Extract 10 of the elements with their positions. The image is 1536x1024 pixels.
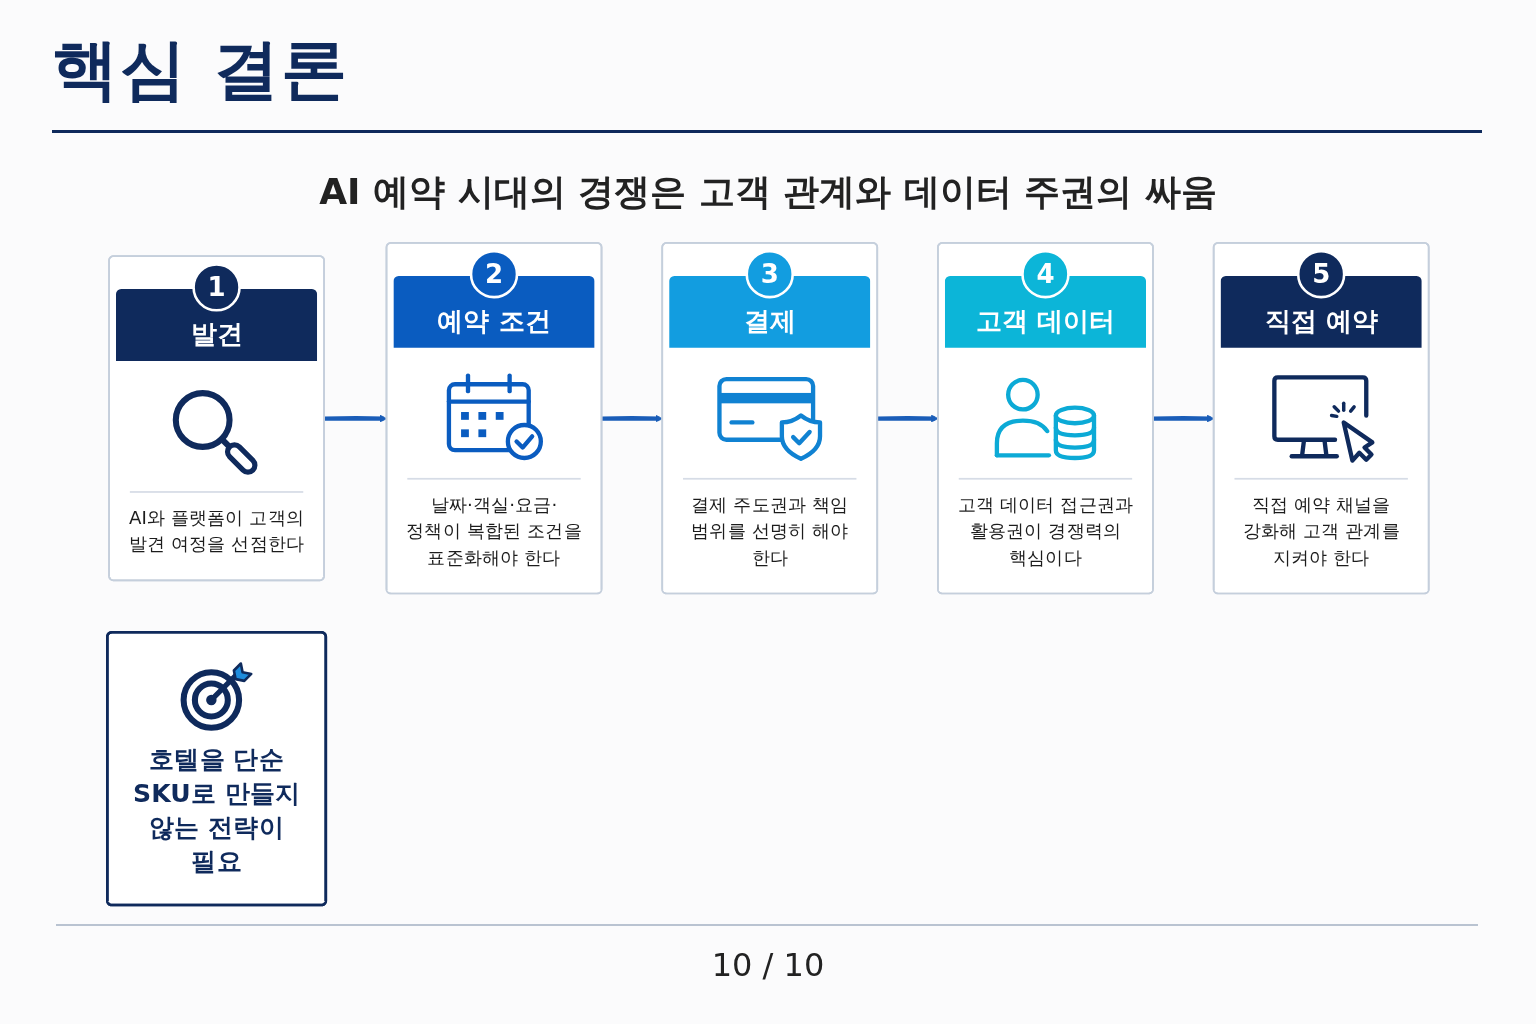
card-description: 날짜·객실·요금·정책이 복합된 조건을 표준화해야 한다 — [405, 493, 583, 570]
key-message: 호텔을 단순 SKU로 만들지 않는 전략이 필요 — [132, 744, 301, 879]
card-description: AI와 플랫폼이 고객의 발견 여정을 선점한다 — [127, 506, 306, 557]
page-number: 10 / 10 — [711, 946, 825, 984]
card-description: 직접 예약 채널을 강화해 고객 관계를 지켜야 한다 — [1241, 493, 1401, 570]
arrow — [601, 414, 663, 423]
card-description: 결제 주도권과 책임 범위를 선명히 해야 한다 — [690, 493, 850, 570]
card-description: 고객 데이터 접근권과 활용권이 경쟁력의 핵심이다 — [956, 493, 1135, 570]
subtitle: AI 예약 시대의 경쟁은 고객 관계와 데이터 주권의 싸움 — [319, 170, 1217, 214]
slide-title: 핵심 결론 — [52, 30, 349, 110]
